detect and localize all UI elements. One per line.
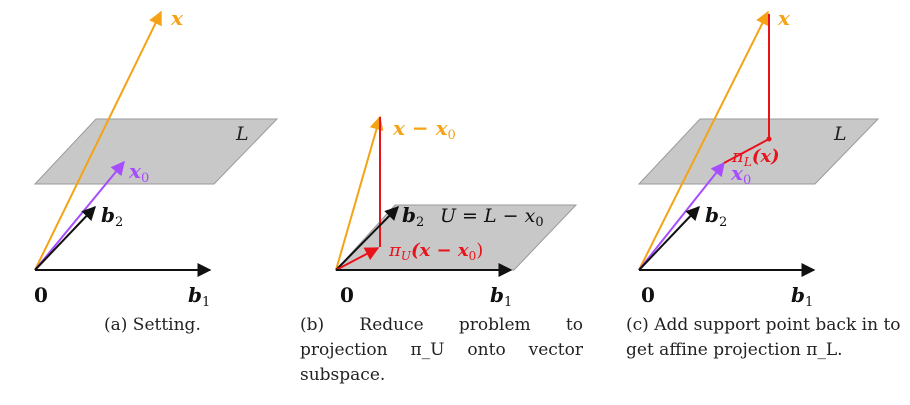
label-L: L [235,123,249,145]
label-b2: b2 [705,203,727,230]
label-origin: 0 [34,283,48,307]
vector-b2 [638,205,700,271]
label-b1: b1 [791,283,813,310]
plane-L [637,118,880,185]
label-origin: 0 [340,283,354,307]
panel-c: x L πL(x) x0 b2 0 b1 [637,6,880,310]
caption-b: (b) Reduce problem to projection π_U ont… [300,315,583,385]
label-x-minus-x0: x − x0 [392,116,456,143]
label-x: x [777,6,791,30]
label-L: L [833,123,847,145]
panel-a: x L x0 b2 0 b1 [33,6,279,310]
label-b1: b1 [490,283,512,310]
panel-b: x − x0 b2 U = L − x0 πU(x − x0) 0 b1 [334,115,578,310]
label-projection-L: πL(x) [731,146,780,169]
label-x0: x0 [128,159,149,186]
label-b1: b1 [188,283,210,310]
vector-x-minus-x0 [335,115,384,271]
projection-offset [723,138,770,164]
vector-x [638,10,769,271]
label-x: x [170,6,184,30]
vector-b2 [335,206,399,271]
label-x0: x0 [730,161,751,188]
label-projection-U: πU(x − x0) [388,240,483,263]
vector-b2 [34,205,96,271]
caption-a: (a) Setting. [104,315,201,335]
label-origin: 0 [641,283,655,307]
vector-x [34,10,162,271]
projection-point [766,136,772,142]
plane-L [33,118,279,185]
vector-x0 [638,161,725,271]
label-b2: b2 [101,203,123,230]
caption-c: (c) Add support point back in to get aff… [626,315,901,360]
label-U: U = L − x0 [440,205,544,230]
label-b2: b2 [402,203,424,230]
diagram-canvas: x L x0 b2 0 b1 x − x0 b2 U = L − x0 πU(x… [33,6,880,310]
vector-x0 [34,160,125,271]
vector-projection-U [335,247,380,271]
